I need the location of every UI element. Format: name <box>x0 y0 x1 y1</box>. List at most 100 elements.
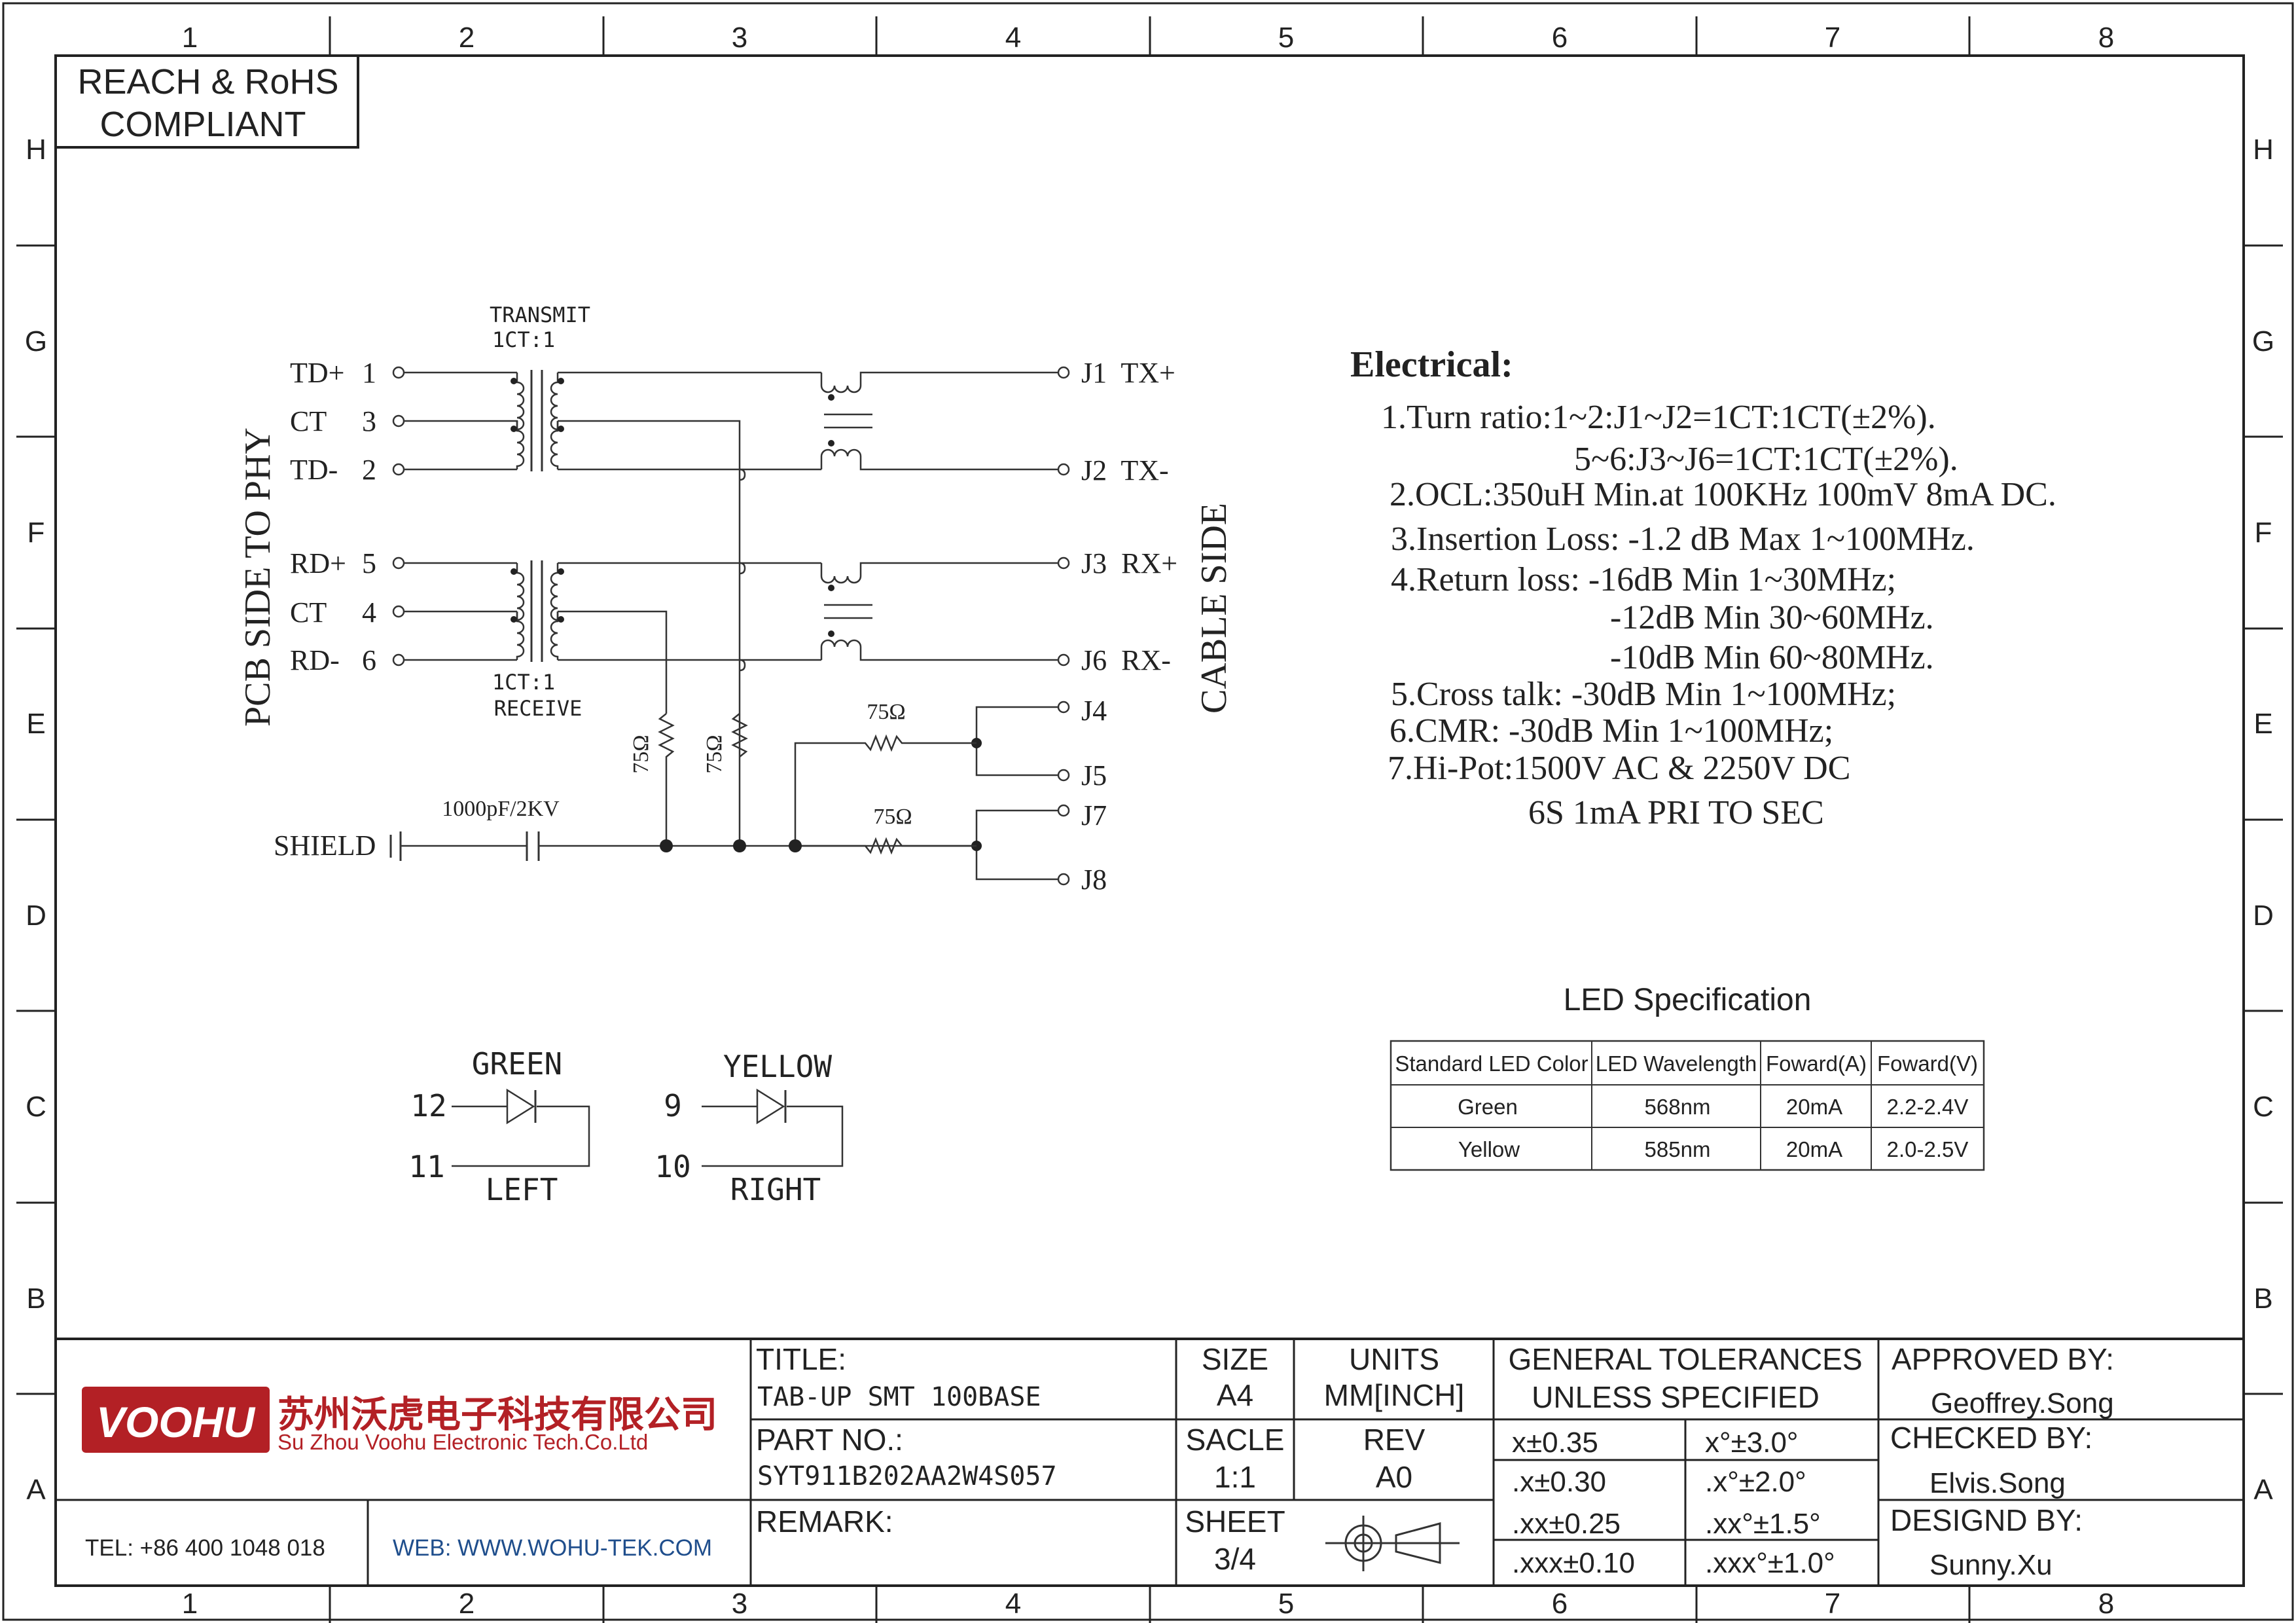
compliance-line-1: REACH & RoHS <box>77 62 338 101</box>
row-label-right: A <box>2253 1474 2273 1506</box>
led-left-pin-a: 12 <box>410 1088 446 1123</box>
spec-line: 1.Turn ratio:1~2:J1~J2=1CT:1CT(±2%). <box>1381 399 1936 436</box>
capacitor-label: 1000pF/2KV <box>442 797 560 821</box>
pin-number: 1 <box>362 357 376 389</box>
table-cell: Yellow <box>1458 1137 1520 1161</box>
row-label-right: D <box>2253 900 2274 932</box>
part-value: SYT911B202AA2W4S057 <box>757 1461 1057 1491</box>
row-label-left: G <box>25 325 47 357</box>
pin-name: TD- <box>290 454 338 486</box>
cable-pin-label: J5 <box>1081 759 1107 792</box>
row-label-right: H <box>2253 134 2274 166</box>
grid-ticks <box>16 16 2283 1623</box>
pin-name: CT <box>290 596 327 629</box>
sheet-label: SHEET <box>1185 1504 1285 1539</box>
row-label-right: B <box>2253 1283 2272 1315</box>
transmit-label: TRANSMIT <box>490 302 590 327</box>
led-spec-table: LED Specification Standard LED Color LED… <box>1390 983 1985 1171</box>
row-label-left: F <box>27 517 45 549</box>
col-label-bottom: 4 <box>1005 1588 1021 1620</box>
col-label-bottom: 7 <box>1825 1588 1840 1620</box>
spec-line: 7.Hi-Pot:1500V AC & 2250V DC <box>1388 750 1850 787</box>
logo-text: VOOHU <box>96 1398 256 1446</box>
rev-value: A0 <box>1376 1460 1412 1494</box>
remark-label: REMARK: <box>756 1504 893 1539</box>
spec-line: -10dB Min 60~80MHz. <box>1610 639 1934 676</box>
compliance-line-2: COMPLIANT <box>99 105 306 144</box>
pin-number: 2 <box>362 454 376 486</box>
col-label-top: 1 <box>182 22 198 54</box>
led-left-position: LEFT <box>486 1172 558 1207</box>
units-value: MM[INCH] <box>1324 1378 1465 1412</box>
led-left-pin-b: 11 <box>408 1149 444 1184</box>
col-label-top: 7 <box>1825 22 1840 54</box>
tolerance-value: .x°±2.0° <box>1705 1466 1806 1498</box>
col-label-bottom: 2 <box>459 1588 475 1620</box>
pin-number: 6 <box>362 644 376 676</box>
spec-line: 5.Cross talk: -30dB Min 1~100MHz; <box>1391 676 1896 713</box>
col-label-top: 3 <box>732 22 747 54</box>
row-label-left: C <box>26 1091 46 1123</box>
table-cell: 585nm <box>1645 1137 1711 1161</box>
tolerance-value: .xx°±1.5° <box>1705 1508 1821 1540</box>
pin-name: TD+ <box>290 357 344 389</box>
size-value: A4 <box>1217 1378 1253 1412</box>
checked-value: Elvis.Song <box>1929 1467 2066 1499</box>
shield-label: SHIELD <box>274 830 376 862</box>
title-value: TAB-UP SMT 100BASE <box>757 1382 1041 1412</box>
row-label-right: E <box>2253 708 2272 740</box>
company-logo <box>82 1387 270 1453</box>
led-right-pin-a: 9 <box>664 1088 682 1123</box>
electrical-specs: Electrical: 1.Turn ratio:1~2:J1~J2=1CT:1… <box>1350 344 2056 831</box>
cable-pin-label: J8 <box>1081 864 1107 896</box>
led-spec-title: LED Specification <box>1564 983 1812 1017</box>
row-label-left: B <box>26 1283 45 1315</box>
table-cell: 20mA <box>1786 1137 1842 1161</box>
company-name-cn: 苏州沃虎电子科技有限公司 <box>278 1394 717 1435</box>
transmit-ratio: 1CT:1 <box>492 327 555 352</box>
col-label-bottom: 3 <box>732 1588 747 1620</box>
cable-pin-label: J1 TX+ <box>1081 357 1175 389</box>
resistor-label: 75Ω <box>629 735 653 773</box>
spec-line: 4.Return loss: -16dB Min 1~30MHz; <box>1391 561 1896 598</box>
rev-label: REV <box>1363 1423 1426 1457</box>
spec-line: 2.OCL:350uH Min.at 100KHz 100mV 8mA DC. <box>1390 476 2056 513</box>
pin-number: 3 <box>362 405 376 437</box>
col-label-top: 6 <box>1552 22 1568 54</box>
spec-line: -12dB Min 30~60MHz. <box>1610 599 1934 636</box>
col-label-top: 2 <box>459 22 475 54</box>
projection-symbol-icon <box>1325 1516 1460 1571</box>
cable-pin-label: J7 <box>1081 799 1107 831</box>
checked-label: CHECKED BY: <box>1890 1421 2092 1455</box>
tolerance-value: .xxx±0.10 <box>1512 1547 1635 1579</box>
cable-pin-label: J3 RX+ <box>1081 547 1177 579</box>
row-label-right: C <box>2253 1091 2274 1123</box>
row-label-left: E <box>26 708 45 740</box>
pin-name: RD- <box>290 644 340 676</box>
sheet-value: 3/4 <box>1214 1542 1256 1576</box>
tolerance-heading: GENERAL TOLERANCES <box>1508 1342 1862 1376</box>
company-name-en: Su Zhou Voohu Electronic Tech.Co.Ltd <box>278 1430 648 1454</box>
pin-number: 4 <box>362 596 376 629</box>
col-label-bottom: 8 <box>2098 1588 2114 1620</box>
termination-resistors: 75Ω 75Ω 75Ω 75Ω <box>629 700 1058 881</box>
web: WEB: WWW.WOHU-TEK.COM <box>393 1535 712 1561</box>
part-label: PART NO.: <box>756 1423 903 1457</box>
approved-value: Geoffrey.Song <box>1931 1387 2114 1419</box>
spec-line: 6.CMR: -30dB Min 1~100MHz; <box>1390 712 1833 750</box>
table-cell: 20mA <box>1786 1095 1842 1119</box>
table-cell: 568nm <box>1645 1095 1711 1119</box>
receive-label: RECEIVE <box>494 696 583 721</box>
col-label-top: 5 <box>1278 22 1294 54</box>
row-label-right: G <box>2252 325 2274 357</box>
pin-name: RD+ <box>290 547 346 579</box>
receive-transformer <box>404 468 1058 714</box>
pin-name: CT <box>290 405 327 437</box>
scale-label: SACLE <box>1186 1423 1285 1457</box>
tolerance-value: x±0.35 <box>1512 1427 1598 1459</box>
size-label: SIZE <box>1202 1342 1268 1376</box>
designed-value: Sunny.Xu <box>1929 1549 2053 1581</box>
led-diode-icon <box>756 1088 785 1125</box>
